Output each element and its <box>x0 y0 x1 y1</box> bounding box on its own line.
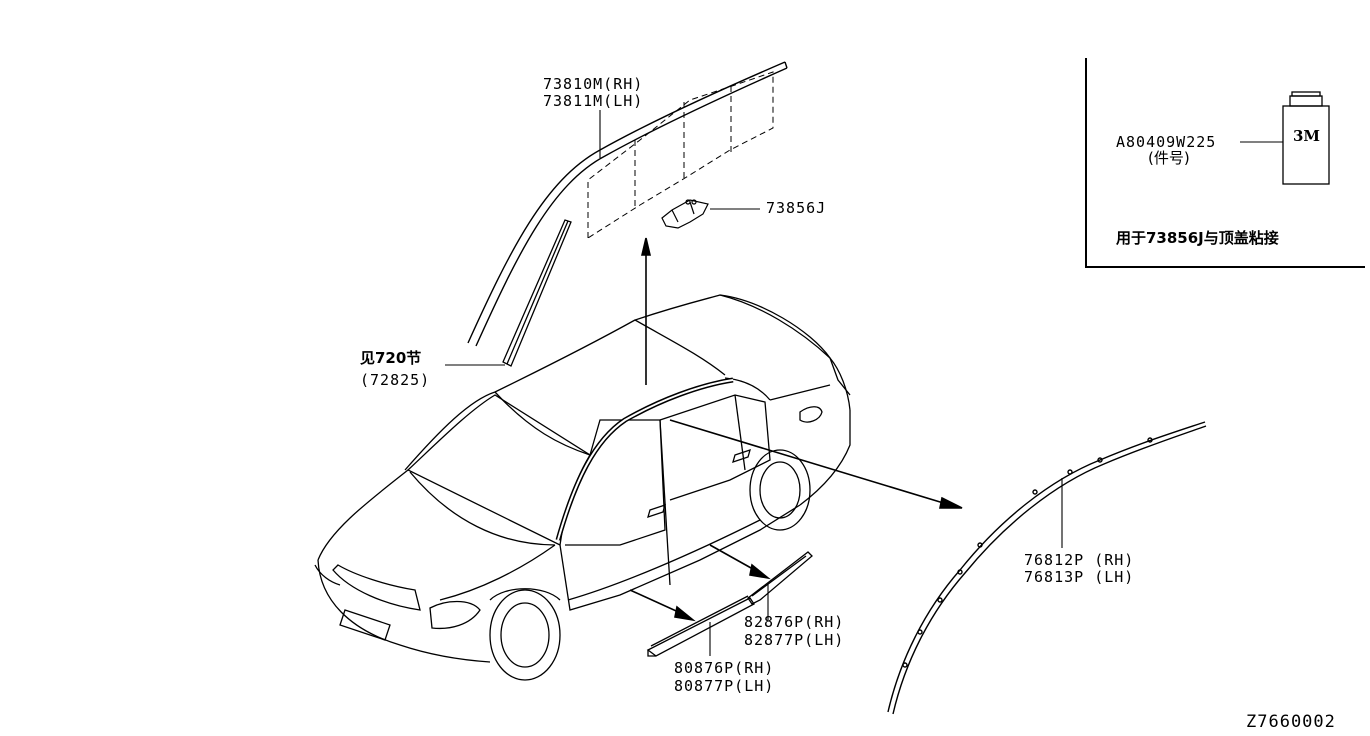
legend-usage-note: 用于73856J与顶盖粘接 <box>1116 229 1279 247</box>
label-73811m: 73811M(LH) <box>543 92 644 110</box>
sill-molding-82876p <box>747 551 813 605</box>
label-73810m: 73810M(RH) <box>543 75 644 93</box>
label-73856j: 73856J <box>766 199 827 217</box>
door-glass-outline <box>587 71 774 239</box>
label-80877p: 80877P(LH) <box>674 677 775 695</box>
legend-part-note: (件号) <box>1148 149 1190 167</box>
label-76813p: 76813P (LH) <box>1024 568 1135 586</box>
label-82877p: 82877P(LH) <box>744 631 845 649</box>
leader-lines <box>445 110 1283 656</box>
label-80876p: 80876P(RH) <box>674 659 775 677</box>
legend-panel <box>1085 58 1365 268</box>
bottle-brand-label: 3M <box>1293 127 1321 145</box>
diagram-code: Z7660002 <box>1246 712 1336 732</box>
car-roof-molding-inner <box>557 379 734 541</box>
label-76812p: 76812P (RH) <box>1024 551 1135 569</box>
roof-molding-76812p <box>887 421 1207 715</box>
car-body <box>314 294 851 681</box>
pillar-molding <box>502 219 572 367</box>
label-82876p: 82876P(RH) <box>744 613 845 631</box>
adhesive-bottle <box>1282 91 1330 185</box>
label-see-section: 见720节 <box>360 349 422 367</box>
arrows <box>629 237 963 622</box>
label-72825: (72825) <box>360 371 431 389</box>
legend-part-number: A80409W225 <box>1116 133 1217 151</box>
clip-73856j <box>661 199 709 229</box>
sill-molding-80876p <box>646 595 755 657</box>
